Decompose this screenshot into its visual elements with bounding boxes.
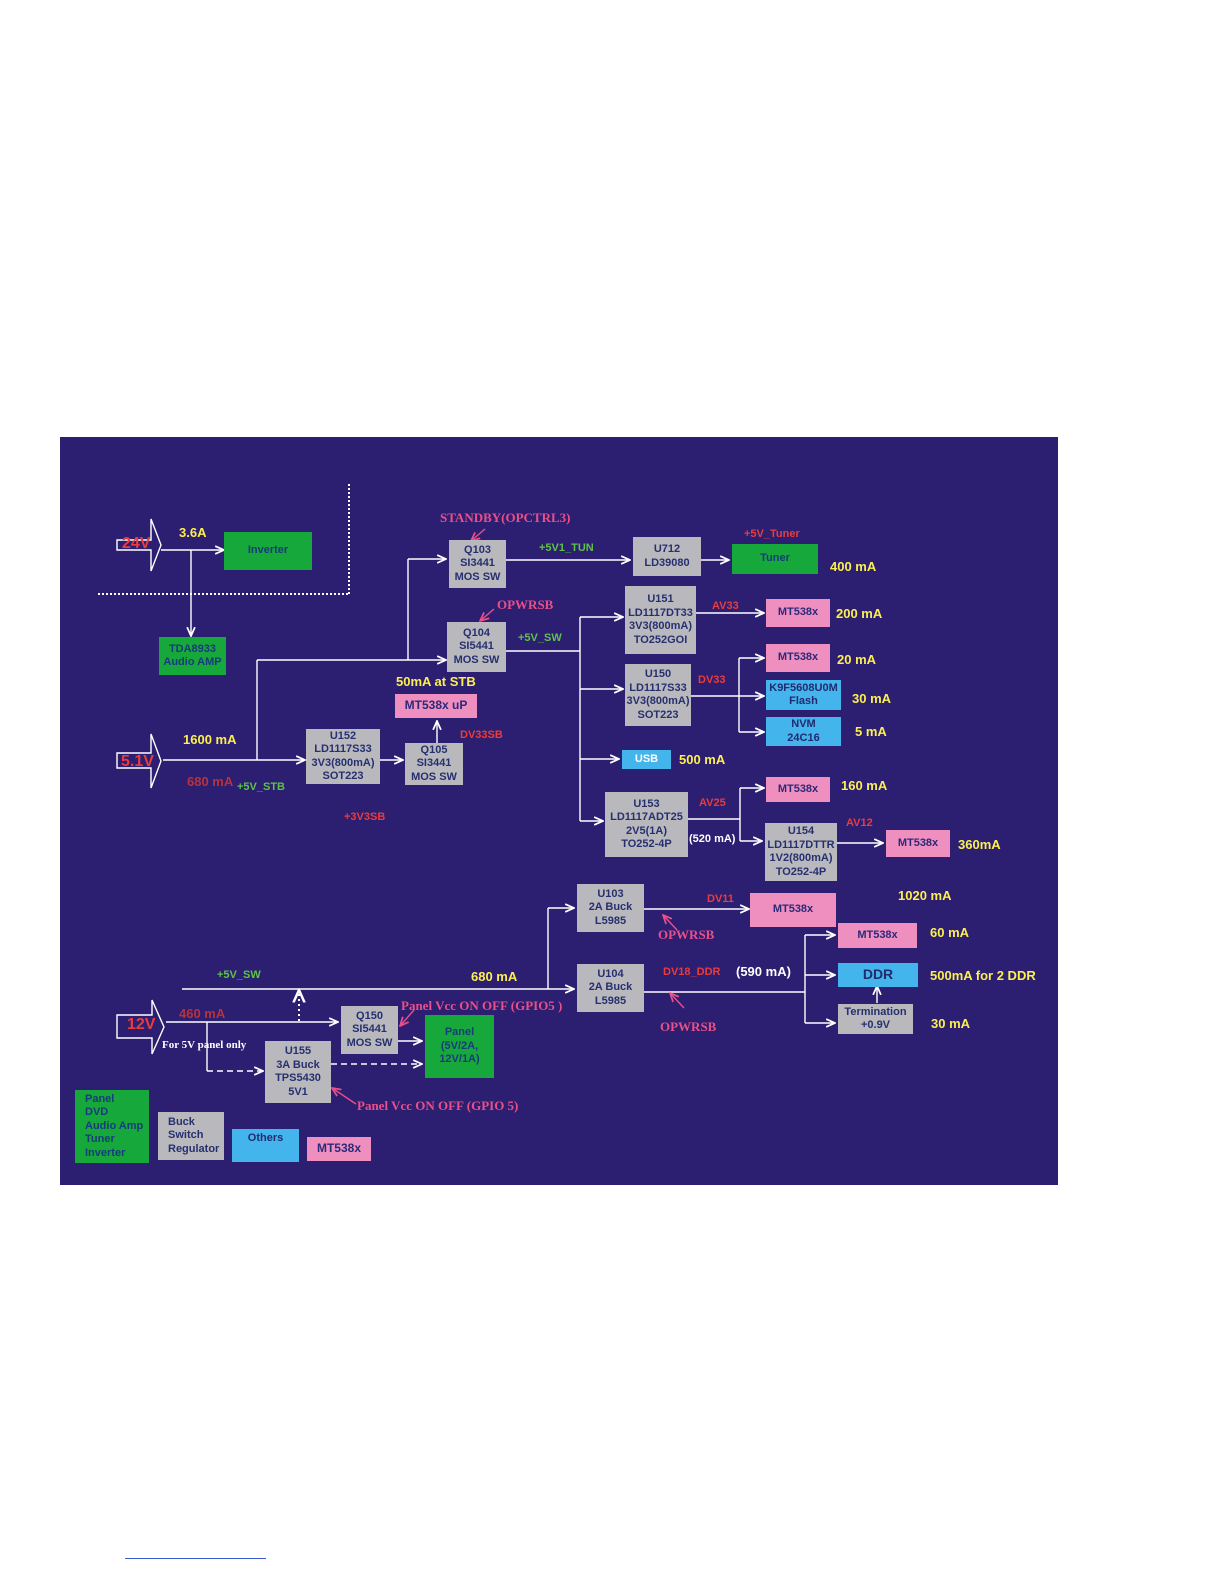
label-1020ma: 1020 mA [898,888,952,903]
label-160ma: 160 mA [841,778,888,793]
label-500ma-usb: 500 mA [679,752,726,767]
usb-box: USB [622,750,671,769]
mt538x-av33-box: MT538x [766,599,830,627]
label-20ma: 20 mA [837,652,877,667]
label-1600ma: 1600 mA [183,732,237,747]
legend-pink: MT538x [307,1137,371,1161]
label-5v-sw-12v: +5V_SW [217,969,261,981]
label-standby: STANDBY(OPCTRL3) [440,510,571,525]
mt538x-dv11-box: MT538x [750,893,836,927]
label-500ma-ddr: 500mA for 2 DDR [930,968,1036,983]
label-200ma: 200 mA [836,606,883,621]
mt538x-av12-box: MT538x [886,830,950,857]
footnote-rule [125,1558,266,1559]
panel-box: Panel(5V/2A,12V/1A) [425,1015,494,1078]
label-av25: AV25 [699,797,726,809]
label-dv33sb: DV33SB [460,729,503,741]
label-400ma: 400 mA [830,559,877,574]
label-5ma: 5 mA [855,724,887,739]
label-opwrsb-q104: OPWRSB [497,597,554,612]
mt538x-av25-box: MT538x [766,777,830,802]
connector-lines [98,484,1058,1105]
label-5v-tuner: +5V_Tuner [744,528,800,540]
label-dv11: DV11 [707,893,734,905]
label-360ma: 360mA [958,837,1001,852]
label-dv33: DV33 [698,674,726,686]
ddr-box: DDR [838,963,918,987]
mt538x-dv18-box: MT538x [838,923,917,948]
label-5v-sw: +5V_SW [518,632,562,644]
source-5-1v: 5.1V [121,753,154,770]
tuner-box: Tuner [732,544,818,574]
label-dv18-ddr: DV18_DDR [663,966,721,978]
legend-blue: Others [232,1129,299,1162]
inverter-box: Inverter [224,532,312,570]
label-panel-vcc-u155: Panel Vcc ON OFF (GPIO 5) [357,1098,519,1113]
label-60ma: 60 mA [930,925,970,940]
mt538x-up-box: MT538x uP [395,694,477,718]
label-5v-stb: +5V_STB [237,781,285,793]
source-24v: 24V [122,535,151,552]
label-30ma-term: 30 mA [931,1016,971,1031]
label-30ma-flash: 30 mA [852,691,892,706]
label-680ma-stb: 680 mA [187,774,234,789]
label-panel-vcc-q150: Panel Vcc ON OFF (GPIO5 ) [401,998,563,1013]
label-680ma-bus: 680 mA [471,969,518,984]
label-50ma-stb: 50mA at STB [396,674,476,689]
mt538x-dv33-box: MT538x [766,644,830,672]
label-520ma: (520 mA) [689,833,736,845]
label-3-6a: 3.6A [179,525,207,540]
label-av12: AV12 [846,817,873,829]
label-590ma: (590 mA) [736,964,791,979]
label-for-5v-panel: For 5V panel only [162,1039,247,1051]
label-opwrsb-u103: OPWRSB [658,927,715,942]
label-3v3sb: +3V3SB [344,811,386,823]
label-460ma: 460 mA [179,1006,226,1021]
label-5v1-tun: +5V1_TUN [539,542,594,554]
label-opwrsb-u104: OPWRSB [660,1019,717,1034]
label-av33: AV33 [712,600,739,612]
termination-box: Termination+0.9V [838,1004,913,1034]
source-12v: 12V [127,1016,156,1033]
